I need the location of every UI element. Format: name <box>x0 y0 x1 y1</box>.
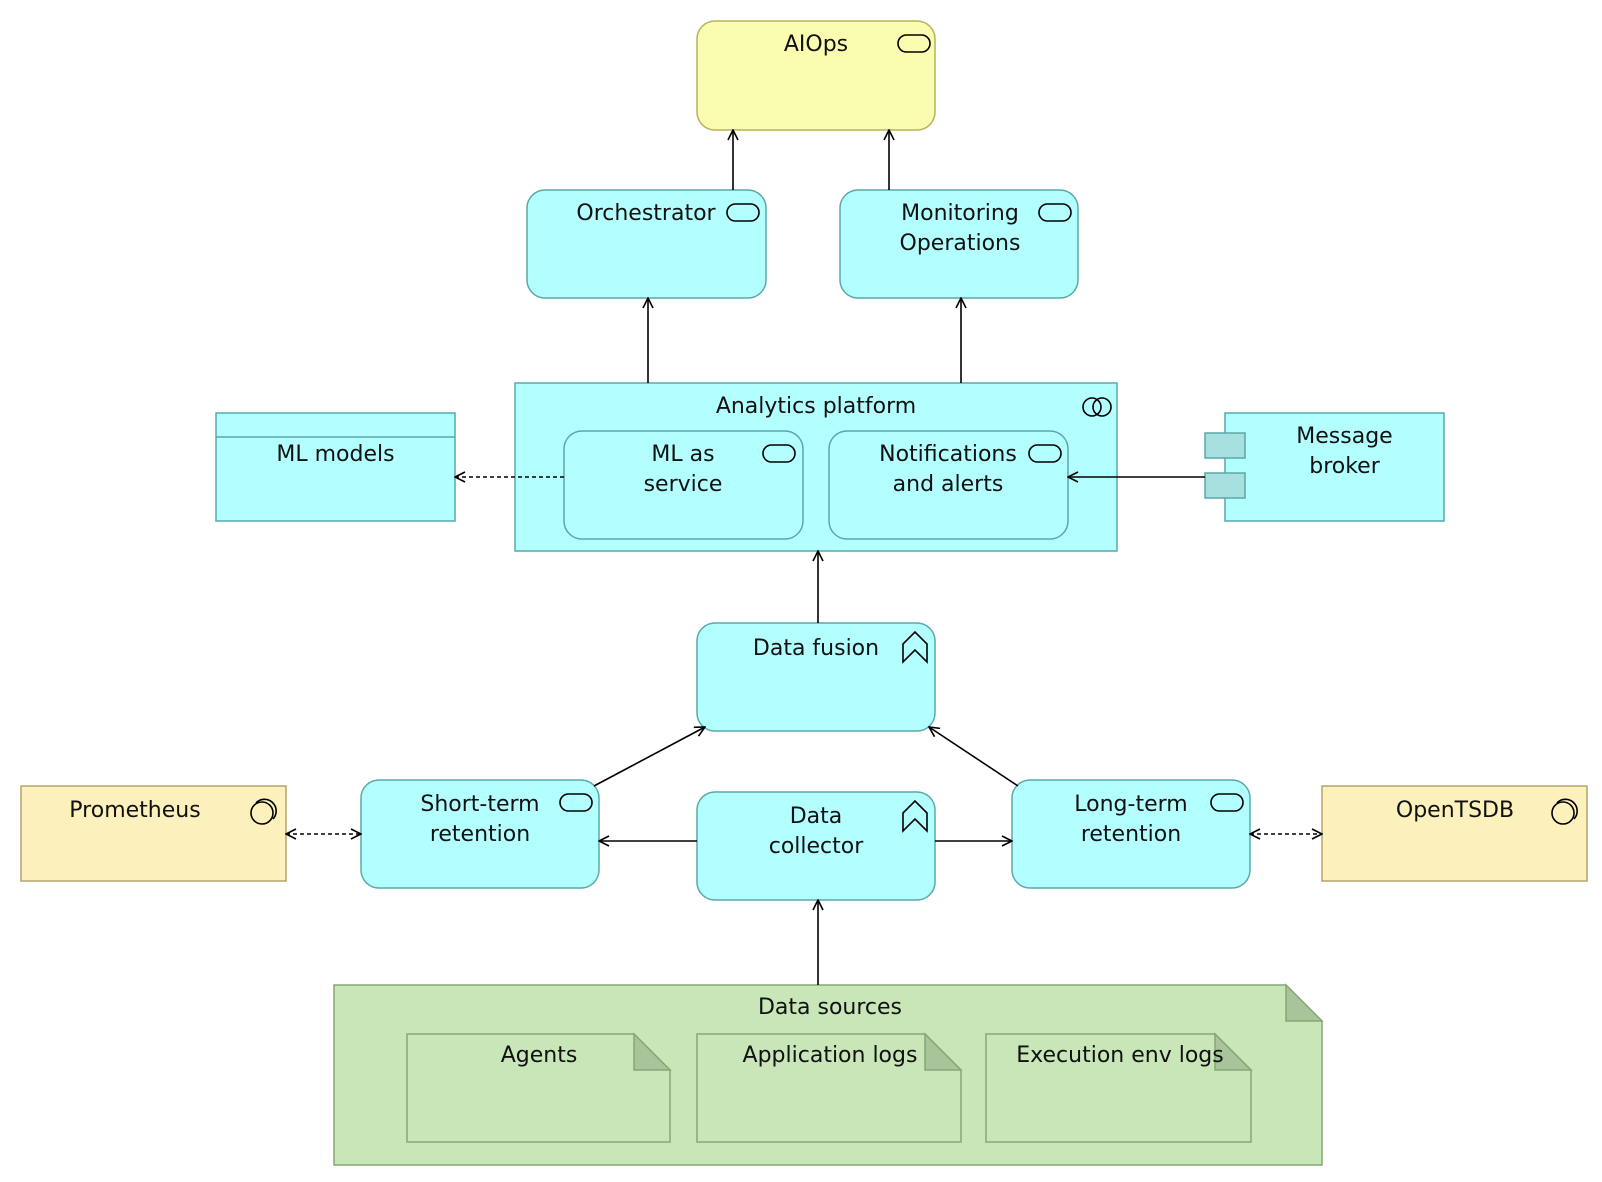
collaboration-icon <box>1082 397 1112 417</box>
function-icon <box>902 630 928 664</box>
opentsdb-node[interactable] <box>1321 785 1588 882</box>
agents-node[interactable] <box>406 1033 671 1143</box>
service-icon <box>762 444 796 463</box>
data-collector-node[interactable] <box>696 791 936 901</box>
function-icon <box>902 799 928 833</box>
message-broker-node[interactable] <box>1224 412 1445 522</box>
ml-models-node[interactable] <box>215 412 456 522</box>
exec-logs-node[interactable] <box>985 1033 1252 1143</box>
app-logs-node[interactable] <box>696 1033 962 1143</box>
data-fusion-node[interactable] <box>696 622 936 732</box>
notifications-node[interactable] <box>828 430 1069 540</box>
service-icon <box>726 203 760 222</box>
edge-shortterm-fusion <box>593 727 705 787</box>
service-icon <box>1210 793 1244 812</box>
service-icon <box>559 793 593 812</box>
component-icon <box>1204 432 1246 499</box>
prometheus-node[interactable] <box>20 785 287 882</box>
service-icon <box>897 34 931 53</box>
system-software-icon <box>1551 798 1578 825</box>
artifact-corner <box>924 1032 963 1071</box>
artifact-corner <box>633 1032 672 1071</box>
aiops-node[interactable] <box>696 20 936 131</box>
artifact-corner <box>1285 983 1324 1022</box>
artifact-corner <box>1214 1032 1253 1071</box>
ml-service-node[interactable] <box>563 430 804 540</box>
edge-longterm-fusion <box>929 727 1019 787</box>
system-software-icon <box>250 798 277 825</box>
service-icon <box>1038 203 1072 222</box>
service-icon <box>1028 444 1062 463</box>
